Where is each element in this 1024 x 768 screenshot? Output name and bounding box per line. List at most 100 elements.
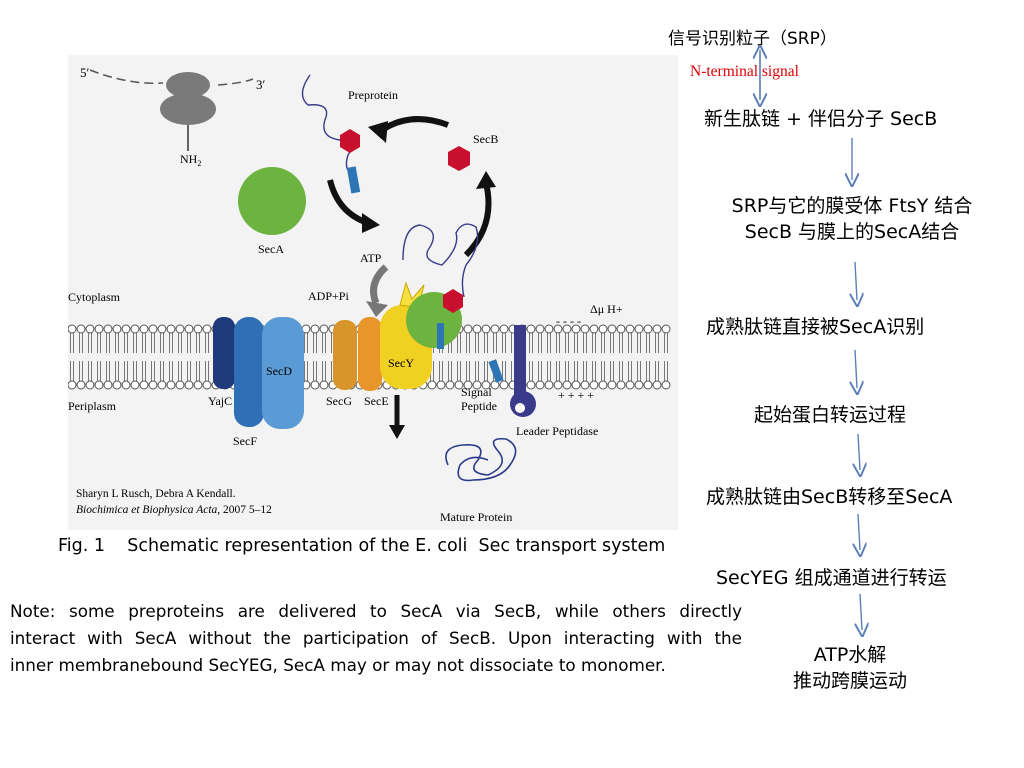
lipid-head bbox=[526, 380, 536, 390]
leader-peptidase-label: Leader Peptidase bbox=[516, 424, 598, 438]
lipid-head bbox=[544, 324, 554, 334]
citation-authors: Sharyn L Rusch, Debra A Kendall. bbox=[76, 488, 236, 500]
lipid-head bbox=[193, 324, 203, 334]
lipid-head bbox=[166, 380, 176, 390]
lipid-head bbox=[607, 324, 617, 334]
lipid-head bbox=[454, 380, 464, 390]
lipid-head bbox=[571, 380, 581, 390]
cycle-arrow-top-head bbox=[368, 121, 388, 143]
preprotein-chain bbox=[301, 74, 355, 176]
arrow-step-5-6 bbox=[858, 513, 860, 550]
lipid-head bbox=[157, 380, 167, 390]
ribosome-large-subunit bbox=[160, 93, 216, 125]
lipid-head bbox=[427, 380, 437, 390]
secb-label: SecB bbox=[473, 132, 498, 146]
lipid-head bbox=[535, 324, 545, 334]
figure-caption: Fig. 1 Schematic representation of the E… bbox=[58, 536, 666, 556]
signal-peptide-label-2: Peptide bbox=[461, 399, 497, 413]
lipid-head bbox=[121, 324, 131, 334]
cycle-arrow-left-head bbox=[362, 213, 380, 233]
flow-step-5: 成熟肽链由SecB转移至SecA bbox=[706, 486, 953, 508]
atp-arrow-head bbox=[366, 301, 388, 317]
lipid-head bbox=[85, 324, 95, 334]
yajc-label: YajC bbox=[208, 394, 232, 408]
flow-step-6: SecYEG 组成通道进行转运 bbox=[716, 567, 947, 589]
seca-free bbox=[238, 167, 306, 235]
sece-label: SecE bbox=[364, 394, 389, 408]
lipid-head bbox=[319, 380, 329, 390]
lipid-head bbox=[472, 324, 482, 334]
lipid-head bbox=[652, 380, 662, 390]
flow-step-7-line-1: ATP水解 bbox=[813, 644, 887, 666]
lipid-head bbox=[643, 380, 653, 390]
lipid-head bbox=[499, 380, 509, 390]
flow-step-2: SRP与它的膜受体 FtsY 结合 SecB 与膜上的SecA结合 bbox=[702, 193, 1002, 245]
secb-hexagon-left bbox=[340, 129, 360, 153]
leader-peptidase-anchor bbox=[514, 325, 526, 395]
lipid-head bbox=[148, 380, 158, 390]
lipid-head bbox=[580, 380, 590, 390]
lipid-head bbox=[553, 324, 563, 334]
lipid-head bbox=[571, 324, 581, 334]
secb-hexagon-right bbox=[448, 146, 470, 171]
lipid-head bbox=[463, 324, 473, 334]
delta-mu-label: Δμ H+ bbox=[590, 302, 623, 316]
lipid-head bbox=[643, 324, 653, 334]
lipid-head bbox=[436, 380, 446, 390]
lipid-head bbox=[535, 380, 545, 390]
mrna-strand bbox=[89, 69, 254, 86]
arrow-step-2-3 bbox=[855, 261, 857, 300]
explanatory-note: Note: some preproteins are delivered to … bbox=[10, 598, 742, 679]
secb-hexagon-bound bbox=[443, 289, 463, 313]
srp-title: 信号识别粒子（SRP） bbox=[668, 29, 837, 49]
secg-label: SecG bbox=[326, 394, 352, 408]
lipid-head bbox=[616, 324, 626, 334]
lipid-head bbox=[589, 380, 599, 390]
plus-charges: + + + + bbox=[558, 388, 594, 402]
sec-system-schematic: 5′ 3′ NH2 Preprotein SecB SecA ATP ADP+P… bbox=[67, 55, 678, 530]
translocation-arrow-head bbox=[389, 425, 405, 439]
lipid-head bbox=[148, 324, 158, 334]
lipid-head bbox=[130, 324, 140, 334]
citation-journal: Biochimica et Biophysica Acta, 2007 5–12 bbox=[76, 504, 272, 516]
lipid-head bbox=[319, 324, 329, 334]
lipid-head bbox=[121, 380, 131, 390]
lipid-head bbox=[607, 380, 617, 390]
lipid-head bbox=[94, 380, 104, 390]
periplasm-label: Periplasm bbox=[68, 399, 117, 413]
lipid-head bbox=[580, 324, 590, 334]
lipid-head bbox=[652, 324, 662, 334]
lipid-head bbox=[103, 324, 113, 334]
lipid-head bbox=[184, 380, 194, 390]
flow-step-1: 新生肽链 + 伴侣分子 SecB bbox=[704, 108, 938, 130]
arrow-step-6-7 bbox=[860, 593, 862, 630]
lipid-head bbox=[472, 380, 482, 390]
flow-step-3: 成熟肽链直接被SecA识别 bbox=[706, 316, 925, 338]
secg-protein bbox=[333, 320, 357, 390]
lipid-head bbox=[157, 324, 167, 334]
signal-sequence-bound bbox=[437, 323, 444, 349]
lipid-head bbox=[193, 380, 203, 390]
flow-step-4: 起始蛋白转运过程 bbox=[754, 404, 907, 426]
note-line-2: interact with SecA without the participa… bbox=[10, 628, 742, 648]
lipid-head bbox=[130, 380, 140, 390]
lipid-head bbox=[625, 324, 635, 334]
three-prime-label: 3′ bbox=[256, 77, 266, 92]
adp-pi-label: ADP+Pi bbox=[308, 289, 349, 303]
secy-label: SecY bbox=[388, 356, 414, 370]
lipid-head bbox=[103, 380, 113, 390]
flow-step-2-line-2: SecB 与膜上的SecA结合 bbox=[744, 221, 960, 243]
arrow-step-4-5 bbox=[858, 433, 860, 470]
cytoplasm-label: Cytoplasm bbox=[68, 290, 121, 304]
lipid-head bbox=[166, 324, 176, 334]
secf-label: SecF bbox=[233, 434, 257, 448]
lipid-head bbox=[562, 324, 572, 334]
atp-arrow bbox=[370, 264, 389, 305]
five-prime-label: 5′ bbox=[80, 65, 90, 80]
lipid-head bbox=[310, 324, 320, 334]
lipid-head bbox=[175, 324, 185, 334]
nh2-label: NH2 bbox=[180, 152, 201, 168]
lipid-head bbox=[490, 380, 500, 390]
seca-label: SecA bbox=[258, 242, 284, 256]
note-line-1: Note: some preproteins are delivered to … bbox=[10, 601, 742, 621]
